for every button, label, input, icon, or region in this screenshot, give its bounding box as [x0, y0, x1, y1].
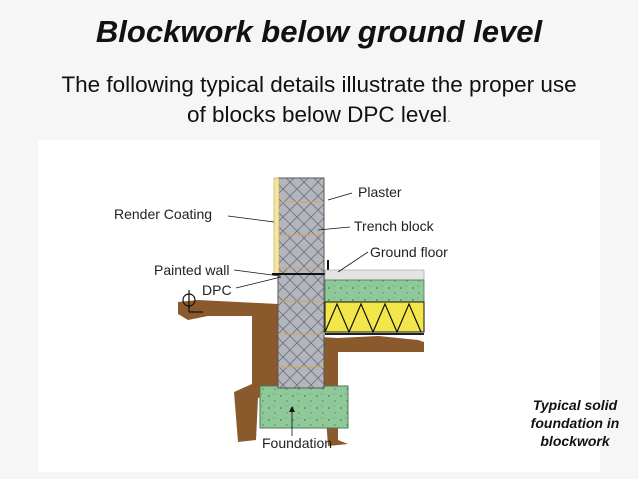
- floor-slab: [324, 279, 425, 303]
- diagram-caption: Typical solid foundation in blockwork: [500, 396, 638, 450]
- foundation-diagram: Plaster Render Coating Trench block Grou…: [38, 140, 619, 472]
- floor-screed: [324, 269, 425, 281]
- label-dpc: DPC: [202, 282, 232, 298]
- caption-line-1: Typical solid: [532, 397, 618, 413]
- subtitle-line-2: of blocks below DPC level: [186, 102, 448, 127]
- foundation-drawing: [178, 177, 425, 446]
- label-render-coating: Render Coating: [114, 206, 213, 222]
- label-ground-floor: Ground floor: [370, 244, 448, 260]
- subtitle-period: .: [447, 109, 451, 125]
- render-coating-strip: [273, 177, 280, 275]
- foundation-concrete: [259, 385, 349, 429]
- label-foundation: Foundation: [262, 435, 333, 451]
- slide-title: Blockwork below ground level: [95, 14, 543, 49]
- label-trench-block: Trench block: [354, 218, 434, 234]
- subtitle-line-1: The following typical details illustrate…: [61, 72, 577, 97]
- caption-line-2: foundation in: [530, 415, 620, 431]
- trench-block-wall: [277, 177, 325, 389]
- soil-left: [178, 300, 278, 442]
- caption-line-3: blockwork: [540, 433, 610, 449]
- label-plaster: Plaster: [358, 184, 402, 200]
- label-painted-wall: Painted wall: [154, 262, 230, 278]
- slide-subtitle: The following typical details illustrate…: [10, 70, 628, 132]
